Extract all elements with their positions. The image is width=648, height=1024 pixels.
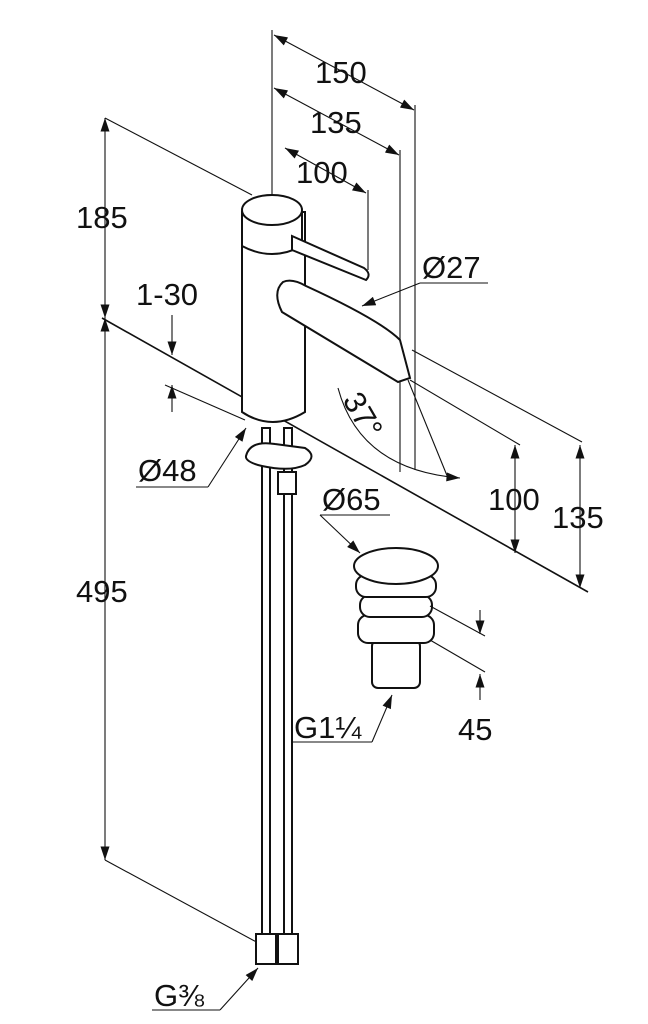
dim-waste-diameter: Ø65 [322,482,381,517]
mounting-bracket [244,442,313,470]
leader-lines [136,282,488,1011]
basin-mixer [241,194,412,965]
dim-waste-thread: G1¼ [294,710,362,745]
dim-swivel-angle: 37° [336,386,390,444]
waste-height-dimension [429,605,486,700]
dim-counter-thickness: 1-30 [136,277,198,312]
dim-reach-150: 150 [315,55,367,90]
dim-right-100: 100 [488,482,540,517]
dim-reach-135: 135 [310,105,362,140]
swivel-angle-arc [337,379,461,482]
spout [276,279,412,384]
countertop-line [101,317,589,593]
lever-handle [291,234,370,282]
counter-thickness-dimension [164,315,246,421]
dim-spout-diameter: Ø27 [422,250,481,285]
reach-dimensions [271,30,416,472]
dim-hose-thread: G⅜ [154,978,204,1013]
dim-waste-45: 45 [458,712,492,747]
dim-lever-100: 100 [296,155,348,190]
dim-base-diameter: Ø48 [138,453,197,488]
height-dimension-lines [100,117,263,946]
spout-height-dimensions [409,349,585,588]
dim-right-135: 135 [552,500,604,535]
pop-up-waste [353,547,439,689]
dim-height-185: 185 [76,200,128,235]
dim-hose-495: 495 [76,574,128,609]
